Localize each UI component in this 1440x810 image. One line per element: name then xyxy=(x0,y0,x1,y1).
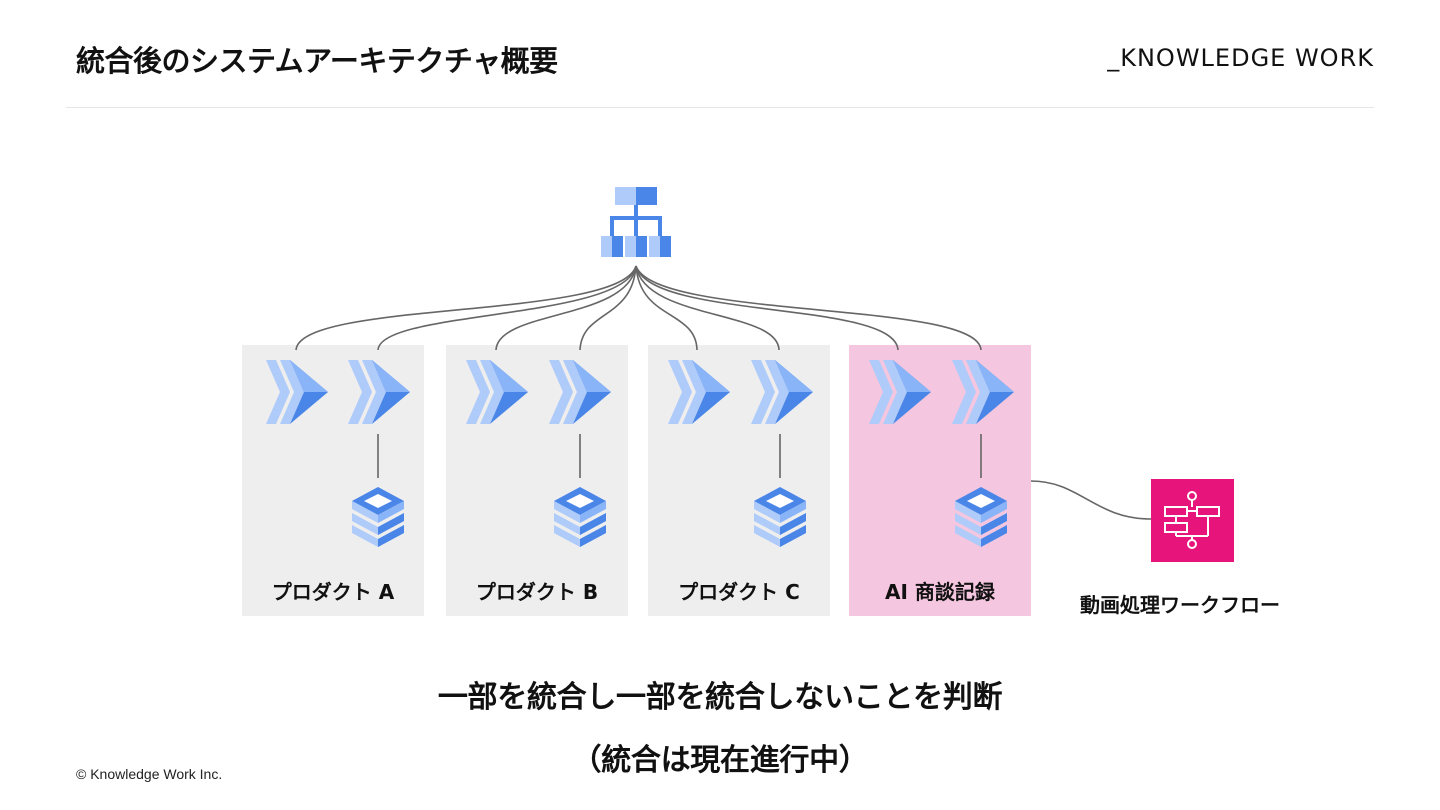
message-line-1: 一部を統合し一部を統合しないことを判断 xyxy=(437,680,1003,715)
step-functions-icon xyxy=(1151,479,1234,562)
brand-logo: _KNOWLEDGE WORK xyxy=(1107,44,1374,72)
hierarchy-icon xyxy=(601,187,671,257)
product-label-a: プロダクト A xyxy=(271,580,395,604)
db-connectors xyxy=(377,434,982,478)
slide-title: 統合後のシステムアーキテクチャ概要 xyxy=(76,44,558,78)
product-label-c: プロダクト C xyxy=(678,580,800,604)
copyright: © Knowledge Work Inc. xyxy=(76,766,223,782)
product-label-b: プロダクト B xyxy=(475,580,599,604)
product-label-ai: AI 商談記録 xyxy=(885,580,995,604)
message-line-2: （統合は現在進行中） xyxy=(571,743,869,778)
root-connectors xyxy=(295,265,982,351)
workflow-label: 動画処理ワークフロー xyxy=(1080,593,1280,617)
header-divider xyxy=(66,107,1374,108)
workflow-connector xyxy=(1030,480,1152,520)
